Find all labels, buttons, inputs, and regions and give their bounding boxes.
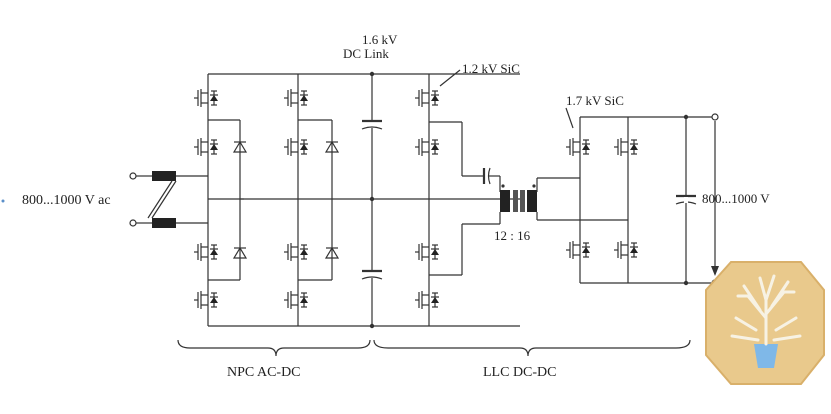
resonant-capacitor — [480, 167, 501, 224]
npc-leg-2 — [297, 74, 333, 326]
switch-5 — [284, 88, 310, 108]
llc-primary-legs — [428, 74, 500, 326]
npc-section-label: NPC AC-DC — [227, 365, 301, 380]
transformer — [500, 177, 628, 221]
switch-16 — [614, 240, 640, 260]
switch-8 — [284, 290, 310, 310]
dc-link-voltage-label: 1.6 kV — [362, 32, 398, 47]
switch-4 — [194, 290, 220, 310]
clamp-diode-1 — [232, 140, 248, 259]
switch-12 — [415, 290, 441, 310]
npc-brace — [177, 339, 371, 357]
dc-link-capacitors — [361, 71, 383, 329]
llc-brace — [373, 339, 691, 357]
switch-10 — [415, 137, 441, 157]
llc-section-label: LLC DC-DC — [483, 365, 557, 380]
logo-emblem — [705, 261, 825, 385]
switch-14 — [566, 240, 592, 260]
switch-6 — [284, 137, 310, 157]
input-inductors — [147, 171, 208, 228]
switch-group — [194, 88, 640, 310]
switch-9 — [415, 88, 441, 108]
ac-input-terminals — [129, 172, 152, 227]
turns-ratio-label: 12 : 16 — [494, 228, 531, 243]
sic-12-label: 1.2 kV SiC — [462, 61, 520, 76]
dc-output-label: 800...1000 V — [702, 191, 770, 206]
switch-3 — [194, 242, 220, 262]
switch-1 — [194, 88, 220, 108]
switch-13 — [566, 137, 592, 157]
blue-marker — [1, 199, 5, 203]
npc-leg-1 — [207, 74, 244, 326]
sic-17-pointer — [565, 107, 574, 129]
sic-17-label: 1.7 kV SiC — [566, 93, 624, 108]
dc-rails — [208, 73, 520, 327]
switch-2 — [194, 137, 220, 157]
switch-11 — [415, 242, 441, 262]
switch-7 — [284, 242, 310, 262]
clamp-diode-2 — [324, 140, 340, 259]
dc-link-label: DC Link — [343, 46, 389, 61]
secondary-bridge — [579, 114, 715, 286]
ac-input-label: 800...1000 V ac — [22, 193, 111, 208]
switch-15 — [614, 137, 640, 157]
output-capacitor — [675, 194, 697, 205]
sic-12-pointer — [439, 69, 461, 87]
